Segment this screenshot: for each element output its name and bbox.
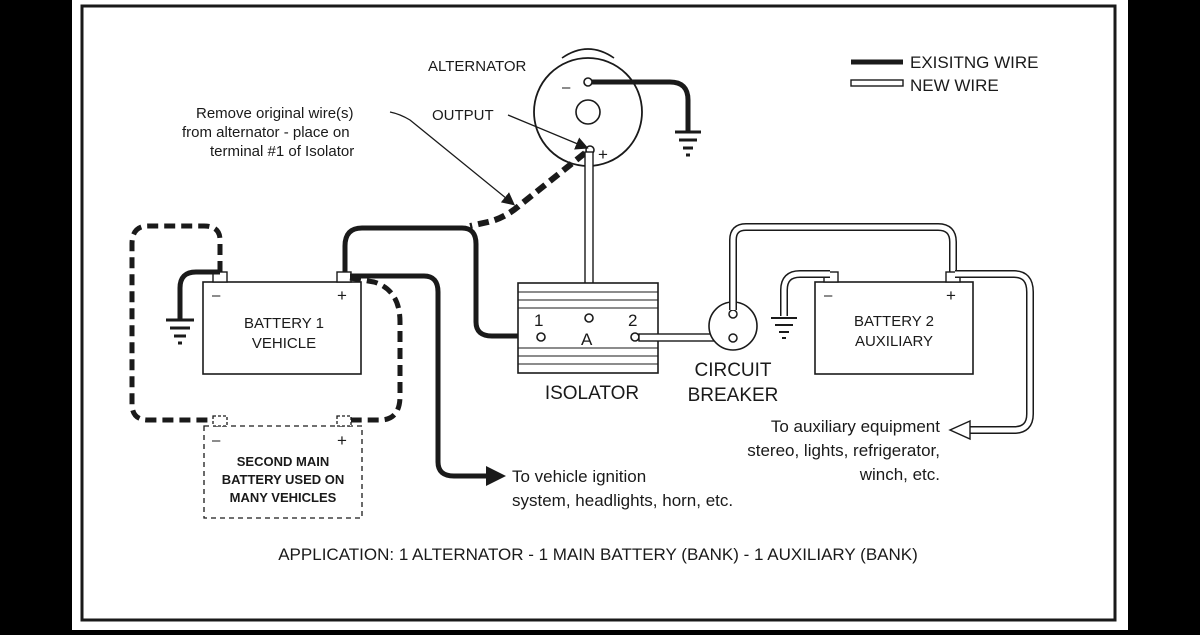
isolator-label: ISOLATOR bbox=[545, 383, 639, 404]
isolator-terminal-1-label: 1 bbox=[534, 311, 543, 330]
alternator: – + bbox=[533, 48, 643, 167]
second-battery-label-line-1: SECOND MAIN bbox=[237, 454, 329, 469]
battery-1-label-line-2: VEHICLE bbox=[252, 335, 316, 352]
battery-2-body bbox=[814, 281, 974, 375]
aux-equipment-wire bbox=[955, 271, 1033, 433]
alternator-minus-sign: – bbox=[562, 79, 571, 96]
battery-1: – + BATTERY 1 VEHICLE bbox=[202, 271, 362, 375]
battery-1-body bbox=[202, 281, 362, 375]
second-battery-plus-sign: + bbox=[337, 431, 347, 450]
removed-alternator-wire bbox=[469, 150, 587, 229]
circuit-breaker-label-line-1: CIRCUIT bbox=[694, 360, 771, 381]
second-main-battery: – + SECOND MAIN BATTERY USED ON MANY VEH… bbox=[203, 415, 363, 519]
ignition-note-line-1: To vehicle ignition bbox=[512, 467, 646, 486]
battery-2-minus-sign: – bbox=[824, 287, 833, 304]
isolator-terminal-2-label: 2 bbox=[628, 311, 637, 330]
output-label: OUTPUT bbox=[432, 107, 494, 124]
remove-note-line-3: terminal #1 of Isolator bbox=[210, 143, 354, 160]
alternator-ground-wire bbox=[592, 79, 691, 132]
battery-2-ground-icon bbox=[771, 317, 797, 339]
second-battery-body bbox=[203, 425, 363, 519]
alternator-plus-sign: + bbox=[598, 145, 608, 164]
output-pointer bbox=[507, 114, 589, 150]
legend-new-wire-swatch bbox=[850, 79, 904, 87]
battery-1-minus-sign: – bbox=[212, 287, 221, 304]
ignition-wire bbox=[350, 273, 488, 479]
breaker-to-battery2-wire bbox=[730, 224, 956, 310]
legend-new-wire-label: NEW WIRE bbox=[910, 76, 999, 95]
isolator-terminal-1 bbox=[536, 332, 546, 342]
battery-2-label-line-2: AUXILIARY bbox=[855, 333, 933, 350]
application-caption: APPLICATION: 1 ALTERNATOR - 1 MAIN BATTE… bbox=[278, 545, 918, 564]
second-battery-minus-sign: – bbox=[212, 432, 221, 449]
battery1-to-isolator-wire bbox=[342, 225, 536, 339]
isolator-terminal-2 bbox=[630, 332, 640, 342]
remove-note-line-1: Remove original wire(s) bbox=[196, 105, 354, 122]
alternator-minus-terminal bbox=[583, 77, 593, 87]
legend-existing-wire-label: EXISITNG WIRE bbox=[910, 53, 1038, 72]
battery-1-label-line-1: BATTERY 1 bbox=[244, 315, 324, 332]
second-battery-label-line-3: MANY VEHICLES bbox=[230, 490, 337, 505]
battery-2-ground-wire bbox=[781, 271, 830, 316]
alternator-ground-icon bbox=[675, 130, 701, 157]
battery-2-plus-sign: + bbox=[946, 286, 956, 305]
battery-1-ground-wire bbox=[177, 269, 220, 320]
legend: EXISITNG WIRE NEW WIRE bbox=[850, 53, 1038, 95]
circuit-breaker bbox=[708, 301, 758, 351]
second-battery-negative-wire bbox=[129, 223, 223, 423]
isolator-terminal-a-label: A bbox=[581, 330, 593, 349]
alternator-label: ALTERNATOR bbox=[428, 58, 527, 75]
isolator-terminal-a bbox=[584, 313, 594, 323]
battery-2: – + BATTERY 2 AUXILIARY bbox=[814, 271, 974, 375]
second-battery-label-line-2: BATTERY USED ON bbox=[222, 472, 345, 487]
battery-1-ground-icon bbox=[166, 318, 194, 345]
isolator: 1 A 2 bbox=[517, 282, 659, 374]
circuit-breaker-label-line-2: BREAKER bbox=[688, 385, 779, 406]
remove-note-pointer bbox=[389, 111, 516, 206]
aux-note-line-1: To auxiliary equipment bbox=[771, 417, 940, 436]
remove-note-line-2: from alternator - place on bbox=[182, 124, 350, 141]
ignition-arrow-icon bbox=[486, 466, 506, 486]
aux-note-line-2: stereo, lights, refrigerator, bbox=[747, 441, 940, 460]
panel-border bbox=[80, 4, 1117, 622]
second-battery-positive-wire bbox=[348, 275, 403, 423]
aux-equipment-arrow-icon bbox=[948, 419, 971, 441]
battery-1-plus-post bbox=[336, 271, 352, 283]
ignition-note-line-2: system, headlights, horn, etc. bbox=[512, 491, 733, 510]
battery-1-plus-sign: + bbox=[337, 286, 347, 305]
battery-2-label-line-1: BATTERY 2 bbox=[854, 313, 934, 330]
aux-note-line-3: winch, etc. bbox=[859, 465, 940, 484]
